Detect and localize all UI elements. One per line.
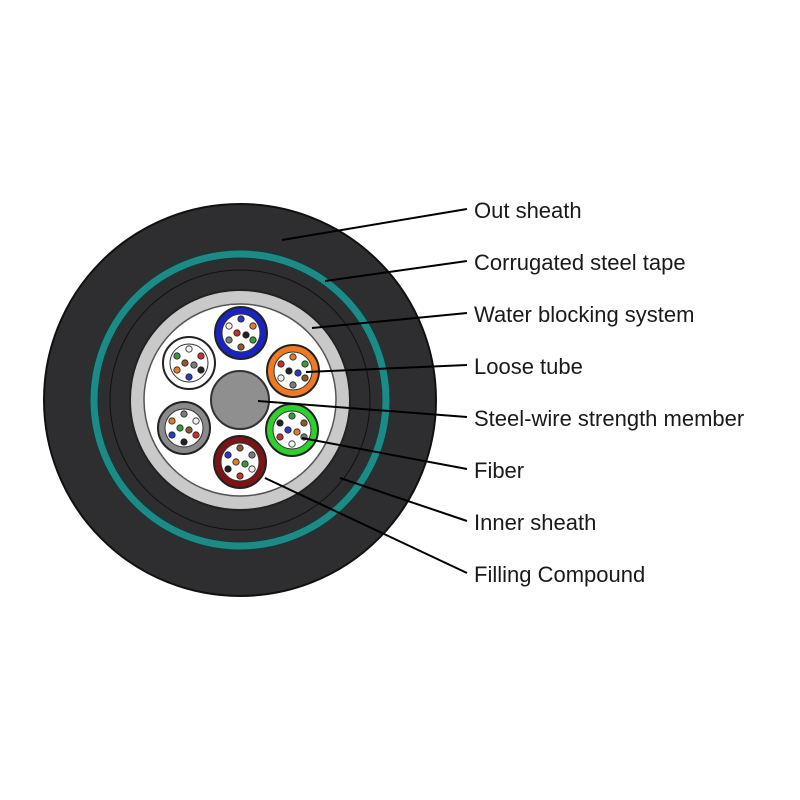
fiber xyxy=(288,412,296,420)
label-inner-sheath: Inner sheath xyxy=(474,510,596,535)
fiber xyxy=(224,451,232,459)
leader-fiber xyxy=(301,437,468,470)
label-corrugated-steel-tape: Corrugated steel tape xyxy=(474,250,686,275)
fiber xyxy=(190,361,198,369)
fiber xyxy=(224,465,232,473)
fiber xyxy=(276,419,284,427)
fiber xyxy=(225,322,233,330)
fiber xyxy=(249,322,257,330)
fiber xyxy=(300,419,308,427)
fiber xyxy=(249,336,257,344)
loose-tube xyxy=(157,401,211,455)
fiber xyxy=(192,417,200,425)
fiber xyxy=(225,336,233,344)
corrugated-steel-tape xyxy=(90,250,390,550)
fiber xyxy=(197,352,205,360)
fiber xyxy=(173,352,181,360)
fiber xyxy=(277,360,285,368)
label-filling-compound: Filling Compound xyxy=(474,562,645,587)
leader-loose-tube xyxy=(305,364,468,373)
fiber xyxy=(241,460,249,468)
fiber xyxy=(248,451,256,459)
fiber xyxy=(185,373,193,381)
fiber xyxy=(232,458,240,466)
fiber xyxy=(276,433,284,441)
label-out-sheath: Out sheath xyxy=(474,198,582,223)
fiber xyxy=(180,438,188,446)
leader-water-blocking-system xyxy=(311,312,468,329)
fiber xyxy=(236,444,244,452)
leader-corrugated-steel-tape xyxy=(324,260,468,282)
fiber xyxy=(181,359,189,367)
loose-tubes xyxy=(157,306,320,489)
fiber xyxy=(284,426,292,434)
fiber xyxy=(277,374,285,382)
fiber xyxy=(301,374,309,382)
fiber xyxy=(173,366,181,374)
loose-tube xyxy=(265,403,319,457)
fiber xyxy=(168,431,176,439)
fiber xyxy=(237,343,245,351)
leader-out-sheath xyxy=(281,208,468,241)
fiber xyxy=(301,360,309,368)
label-steel-wire-strength-member: Steel-wire strength member xyxy=(474,406,744,431)
label-loose-tube: Loose tube xyxy=(474,354,583,379)
fiber xyxy=(242,331,250,339)
leader-inner-sheath xyxy=(339,477,468,522)
fiber xyxy=(288,440,296,448)
fiber xyxy=(294,369,302,377)
fiber xyxy=(176,424,184,432)
fiber xyxy=(180,410,188,418)
fiber xyxy=(293,428,301,436)
fiber xyxy=(197,366,205,374)
steel-tape-edge-inner xyxy=(97,257,383,543)
fiber xyxy=(285,367,293,375)
steel-wire-strength-member xyxy=(210,370,270,430)
fiber xyxy=(289,381,297,389)
fiber xyxy=(185,426,193,434)
leader-steel-wire-strength-member xyxy=(257,400,468,418)
fiber xyxy=(289,353,297,361)
fiber xyxy=(248,465,256,473)
leader-lines xyxy=(257,208,468,574)
steel-tape-edge-outer xyxy=(89,249,391,551)
loose-tube xyxy=(162,336,216,390)
label-water-blocking-system: Water blocking system xyxy=(474,302,694,327)
fiber xyxy=(236,472,244,480)
leader-filling-compound xyxy=(264,477,468,574)
fiber xyxy=(168,417,176,425)
fiber xyxy=(192,431,200,439)
loose-tube xyxy=(214,306,268,360)
loose-tube xyxy=(213,435,267,489)
label-fiber: Fiber xyxy=(474,458,524,483)
loose-tube xyxy=(266,344,320,398)
fiber xyxy=(233,329,241,337)
fiber xyxy=(185,345,193,353)
fiber xyxy=(237,315,245,323)
